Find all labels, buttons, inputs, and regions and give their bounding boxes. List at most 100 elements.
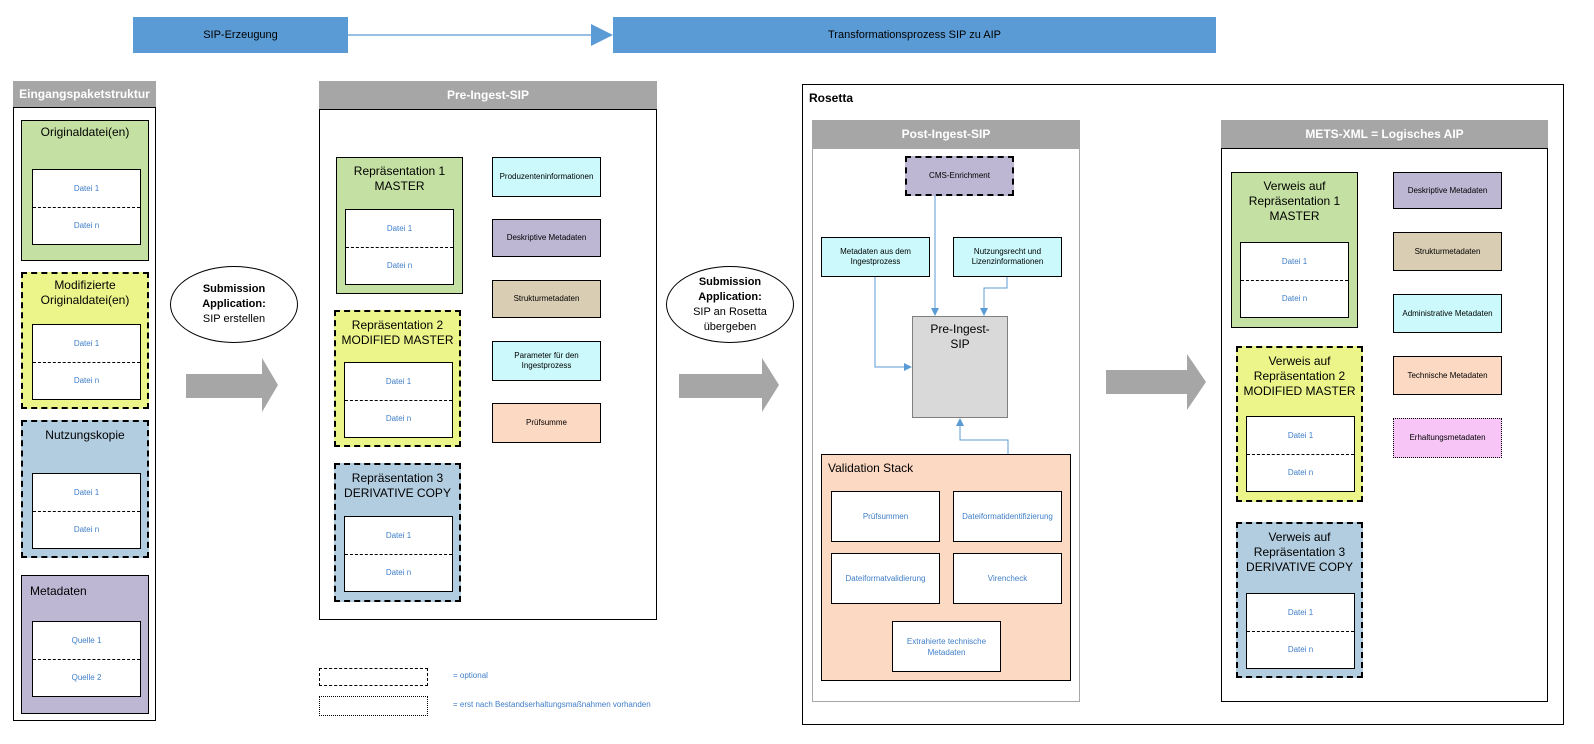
submission-line: Submission (698, 275, 762, 288)
process-arrowhead-icon (591, 24, 613, 46)
validation-stack-title: Validation Stack (828, 461, 914, 475)
verweis-2-files: Datei 1 Datei n (1246, 416, 1355, 492)
modifizierte-files: Datei 1 Datei n (32, 324, 141, 400)
mets-xml-header: METS-XML = Logisches AIP (1221, 120, 1548, 148)
source-label: Quelle 1 (71, 636, 102, 645)
verweis-representation-2-box: Verweis auf Repräsentation 2 MODIFIED MA… (1236, 346, 1363, 502)
mets-strukturmetadaten-box: Strukturmetadaten (1393, 232, 1502, 271)
sip-an-rosetta-line: SIP an Rosetta (693, 305, 767, 318)
pruefsummen-box: Prüfsummen (831, 491, 940, 542)
originaldateien-title: Originaldatei(en) (40, 125, 130, 139)
pre-ingest-sip-box: Pre-Ingest-SIP (912, 316, 1008, 418)
metadaten-title: Metadaten (30, 584, 87, 598)
representation-2-box: Repräsentation 2 MODIFIED MASTER Datei 1… (334, 310, 461, 447)
eingangspaket-panel: Originaldatei(en) Datei 1 Datei n Modifi… (13, 107, 156, 721)
source-label: Quelle 2 (71, 673, 102, 682)
representation-1-box: Repräsentation 1 MASTER Datei 1 Datei n (336, 157, 463, 294)
representation-3-title: Repräsentation 3 DERIVATIVE COPY (344, 471, 451, 500)
originaldateien-files: Datei 1 Datei n (32, 169, 141, 245)
submission-application-2-ellipse: Submission Application: SIP an Rosetta ü… (666, 266, 794, 343)
rosetta-title: Rosetta (809, 91, 854, 105)
file-label: Datei 1 (1287, 608, 1314, 617)
modifizierte-originaldateien-box: Modifizierte Originaldatei(en) Datei 1 D… (21, 272, 149, 409)
eingangspaket-header: Eingangspaketstruktur (13, 81, 156, 107)
sip-erstellen-line: SIP erstellen (202, 313, 266, 325)
parameter-ingestprozess-box: Parameter für den Ingestprozess (492, 341, 601, 381)
verweis-representation-3-box: Verweis auf Repräsentation 3 DERIVATIVE … (1236, 522, 1363, 678)
file-label: Datei n (385, 568, 412, 577)
legend-later-label: = erst nach Bestandserhaltungsmaßnahmen … (453, 700, 651, 709)
file-label: Datei n (73, 525, 100, 534)
erhaltungsmetadaten-box: Erhaltungsmetadaten (1393, 418, 1502, 458)
verweis-representation-1-box: Verweis auf Repräsentation 1 MASTER Date… (1231, 172, 1358, 328)
representation-3-files: Datei 1 Datei n (344, 516, 453, 592)
originaldateien-box: Originaldatei(en) Datei 1 Datei n (21, 120, 149, 261)
mets-deskriptive-metadaten-box: Deskriptive Metadaten (1393, 172, 1502, 209)
nutzungskopie-title: Nutzungskopie (45, 428, 125, 442)
file-label: Datei n (1287, 645, 1314, 654)
representation-1-title: Repräsentation 1 MASTER (353, 164, 446, 193)
extrahierte-metadaten-box: Extrahierte technische Metadaten (892, 621, 1001, 672)
file-label: Datei n (1281, 294, 1308, 303)
verweis-3-title: Verweis auf Repräsentation 3 DERIVATIVE … (1246, 530, 1353, 574)
file-label: Datei 1 (1287, 431, 1314, 440)
file-label: Datei n (386, 261, 413, 270)
transformationsprozess-bar: Transformationsprozess SIP zu AIP (613, 17, 1216, 53)
nutzungskopie-files: Datei 1 Datei n (32, 473, 141, 549)
file-label: Datei n (73, 221, 100, 230)
verweis-1-title: Verweis auf Repräsentation 1 MASTER (1248, 179, 1341, 223)
metadaten-box: Metadaten Quelle 1 Quelle 2 (21, 575, 149, 714)
application-line: Application: (698, 290, 762, 303)
pruefsumme-box: Prüfsumme (492, 403, 601, 443)
verweis-3-files: Datei 1 Datei n (1246, 593, 1355, 669)
verweis-2-title: Verweis auf Repräsentation 2 MODIFIED MA… (1243, 354, 1356, 398)
file-label: Datei 1 (386, 224, 413, 233)
submission-line: Submission (202, 283, 266, 295)
legend-optional-label: = optional (453, 671, 488, 680)
nutzungskopie-box: Nutzungskopie Datei 1 Datei n (21, 420, 149, 558)
representation-2-title: Repräsentation 2 MODIFIED MASTER (341, 318, 454, 347)
strukturmetadaten-box: Strukturmetadaten (492, 280, 601, 318)
metadaten-to-preingest-connector (874, 277, 912, 371)
gray-block-arrow-icon (186, 358, 278, 412)
sip-erzeugung-label: SIP-Erzeugung (203, 29, 278, 41)
virencheck-box: Virencheck (953, 553, 1062, 604)
gray-block-arrow-icon (1106, 354, 1206, 410)
legend-optional-swatch (319, 668, 428, 686)
file-label: Datei 1 (385, 377, 412, 386)
sip-erzeugung-bar: SIP-Erzeugung (133, 17, 348, 53)
produzenteninformationen-box: Produzenteninformationen (492, 157, 601, 197)
file-label: Datei 1 (1281, 257, 1308, 266)
administrative-metadaten-box: Administrative Metadaten (1393, 294, 1502, 333)
file-label: Datei n (73, 376, 100, 385)
file-label: Datei 1 (73, 339, 100, 348)
dateiformatidentifizierung-box: Dateiformatidentifizierung (953, 491, 1062, 542)
deskriptive-metadaten-box: Deskriptive Metadaten (492, 219, 601, 257)
file-label: Datei 1 (73, 184, 100, 193)
post-ingest-header: Post-Ingest-SIP (812, 120, 1080, 148)
representation-3-box: Repräsentation 3 DERIVATIVE COPY Datei 1… (334, 463, 461, 602)
legend-later-swatch (319, 696, 428, 716)
file-label: Datei 1 (385, 531, 412, 540)
technische-metadaten-box: Technische Metadaten (1393, 356, 1502, 395)
submission-application-ellipse: Submission Application: SIP erstellen (170, 266, 298, 343)
validation-to-preingest-connector (956, 418, 1009, 454)
dateiformatvalidierung-box: Dateiformatvalidierung (831, 553, 940, 604)
representation-1-files: Datei 1 Datei n (345, 209, 454, 285)
metadaten-sources: Quelle 1 Quelle 2 (32, 621, 141, 697)
validation-stack-box: Validation Stack Prüfsummen Dateiformati… (821, 454, 1071, 681)
nutzungsrecht-box: Nutzungsrecht und Lizenzinformationen (953, 237, 1062, 277)
uebergeben-line: übergeben (703, 320, 757, 333)
gray-block-arrow-icon (679, 358, 779, 412)
cms-enrichment-box: CMS-Enrichment (905, 156, 1014, 196)
transformationsprozess-label: Transformationsprozess SIP zu AIP (827, 29, 1002, 41)
metadaten-ingestprozess-box: Metadaten aus dem Ingestprozess (821, 237, 930, 277)
representation-2-files: Datei 1 Datei n (344, 362, 453, 438)
application-line: Application: (202, 298, 266, 310)
file-label: Datei 1 (73, 488, 100, 497)
pre-ingest-panel: Repräsentation 1 MASTER Datei 1 Datei n … (319, 109, 657, 620)
modifizierte-title: Modifizierte Originaldatei(en) (40, 278, 130, 307)
pre-ingest-header: Pre-Ingest-SIP (319, 81, 657, 109)
nutzung-to-preingest-connector (980, 277, 1008, 316)
